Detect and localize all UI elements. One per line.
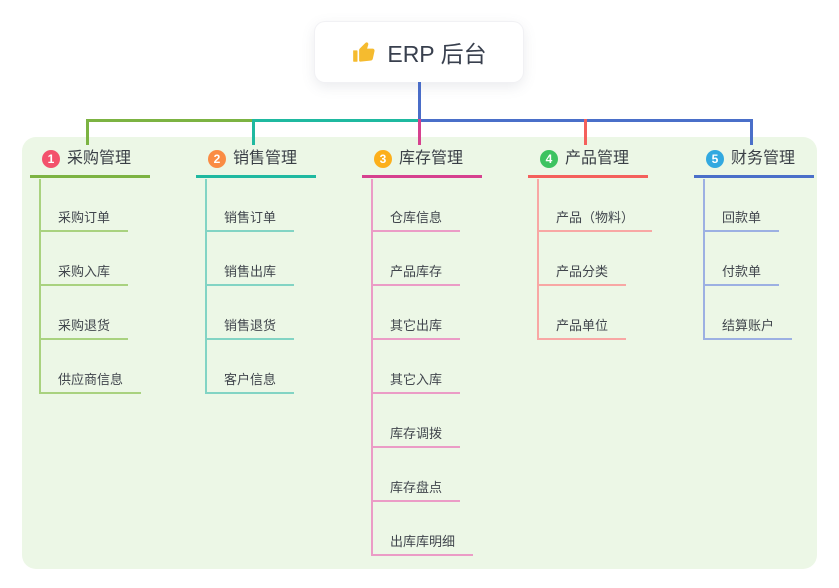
bus-segment-sales — [253, 119, 419, 122]
child-node[interactable]: 销售出库 — [205, 262, 295, 286]
branch-label: 库存管理 — [399, 150, 464, 167]
thumbs-up-icon — [351, 39, 377, 65]
branch-number-badge: 4 — [540, 150, 558, 168]
branch-drop-line — [417, 119, 421, 145]
branch-spine-line — [371, 179, 373, 556]
child-node[interactable]: 客户信息 — [205, 370, 295, 394]
branch-header-2[interactable]: 2 销售管理 — [196, 148, 316, 178]
branch-drop-line — [749, 119, 753, 145]
child-node[interactable]: 供应商信息 — [39, 370, 142, 394]
branch-label: 财务管理 — [731, 150, 796, 167]
child-node[interactable]: 出库库明细 — [371, 532, 474, 556]
child-node[interactable]: 采购订单 — [39, 208, 129, 232]
branch-spine-line — [39, 179, 41, 394]
branch-header-5[interactable]: 5 财务管理 — [694, 148, 814, 178]
branches-background-panel — [22, 137, 817, 569]
branch-spine-line — [537, 179, 539, 340]
root-node-title: ERP 后台 — [387, 41, 487, 67]
child-node[interactable]: 结算账户 — [703, 316, 793, 340]
branch-number-badge: 1 — [42, 150, 60, 168]
root-connector-line — [417, 82, 421, 119]
branch-label: 采购管理 — [67, 150, 132, 167]
branch-number-badge: 3 — [374, 150, 392, 168]
child-node[interactable]: 产品分类 — [537, 262, 627, 286]
branch-drop-line — [85, 119, 89, 145]
branch-header-4[interactable]: 4 产品管理 — [528, 148, 648, 178]
branch-header-3[interactable]: 3 库存管理 — [362, 148, 482, 178]
child-node[interactable]: 其它入库 — [371, 370, 461, 394]
child-node[interactable]: 仓库信息 — [371, 208, 461, 232]
child-node[interactable]: 产品单位 — [537, 316, 627, 340]
branch-drop-line — [251, 119, 255, 145]
child-node[interactable]: 采购退货 — [39, 316, 129, 340]
child-node[interactable]: 销售退货 — [205, 316, 295, 340]
branch-label: 产品管理 — [565, 150, 630, 167]
branch-label: 销售管理 — [233, 150, 298, 167]
child-node[interactable]: 产品库存 — [371, 262, 461, 286]
child-node[interactable]: 库存调拨 — [371, 424, 461, 448]
child-node[interactable]: 其它出库 — [371, 316, 461, 340]
child-node[interactable]: 库存盘点 — [371, 478, 461, 502]
branch-number-badge: 2 — [208, 150, 226, 168]
branch-spine-line — [205, 179, 207, 394]
child-node[interactable]: 销售订单 — [205, 208, 295, 232]
branch-drop-line — [583, 119, 587, 145]
branch-header-1[interactable]: 1 采购管理 — [30, 148, 150, 178]
bus-segment-purchase — [87, 119, 254, 122]
branch-number-badge: 5 — [706, 150, 724, 168]
child-node[interactable]: 付款单 — [703, 262, 780, 286]
child-node[interactable]: 回款单 — [703, 208, 780, 232]
child-node[interactable]: 采购入库 — [39, 262, 129, 286]
root-node-erp-backend[interactable]: ERP 后台 — [315, 22, 523, 82]
branch-spine-line — [703, 179, 705, 340]
child-node[interactable]: 产品（物料） — [537, 208, 653, 232]
